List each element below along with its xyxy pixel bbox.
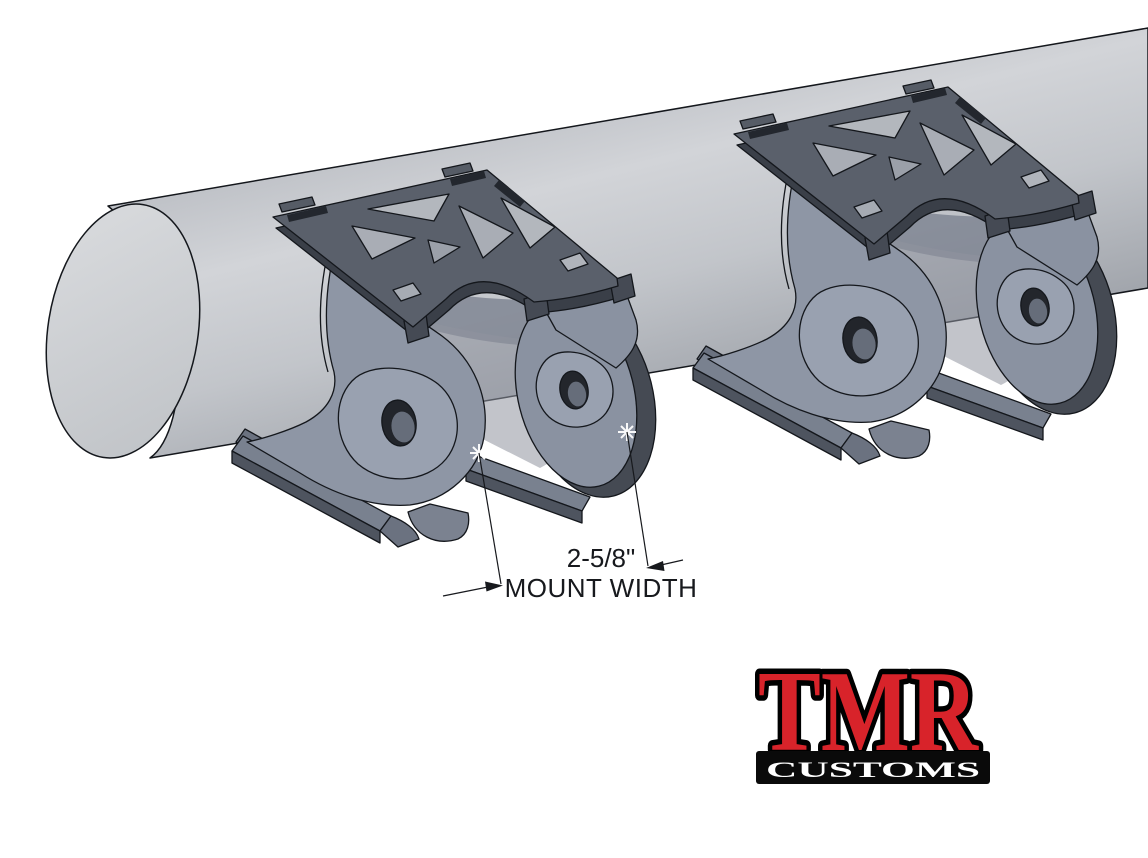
dimension-label: MOUNT WIDTH	[505, 573, 698, 603]
dimension-tail-right	[660, 559, 684, 566]
dimension-value: 2-5/8"	[567, 543, 636, 573]
dimension-tail-left	[442, 586, 489, 597]
logo-bar	[756, 751, 990, 784]
tmr-customs-logo: TMR CUSTOMS	[753, 643, 990, 784]
logo-subtitle: CUSTOMS	[766, 757, 980, 782]
dimension-arrow-right	[646, 561, 665, 571]
dimension-annotation: 2-5/8" MOUNT WIDTH	[442, 423, 698, 603]
dimension-arrow-left	[485, 581, 503, 592]
extension-line-left	[478, 452, 502, 585]
tube-end-cap	[45, 203, 201, 459]
extension-line-right	[626, 431, 649, 567]
